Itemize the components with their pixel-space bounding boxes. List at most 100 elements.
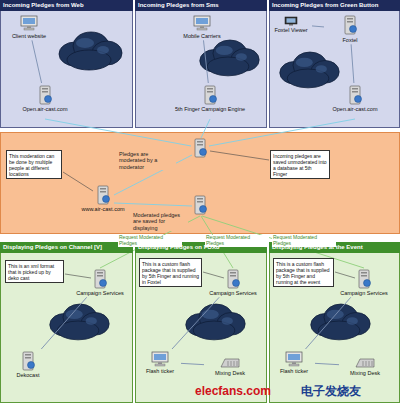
moderation-band	[1, 133, 400, 234]
panel-band: Incoming Pledges from Green ButtonFoxtel…	[269, 0, 400, 128]
connector-line	[351, 44, 354, 83]
cloud	[280, 52, 339, 88]
wire-label: Request Moderated Pledges	[205, 235, 269, 247]
cloud	[50, 304, 109, 340]
panel-ground	[136, 243, 267, 403]
connector-line	[181, 363, 204, 364]
panel-band: Displaying Pledges at the EventThis is a…	[269, 242, 400, 403]
device-label: Mixing Desk	[340, 370, 390, 376]
note-text: Incoming pledges are saved unmoderated i…	[273, 153, 327, 177]
cloud	[59, 32, 122, 70]
connector-line	[41, 297, 86, 349]
panel-ground	[1, 1, 133, 128]
note-text: This is an xml format that is picked up …	[8, 263, 61, 281]
wire-label: Request Moderated Pledges	[118, 235, 182, 247]
device-label: Foxtel	[325, 37, 375, 43]
device-label: Open.air-cast.com	[320, 106, 390, 112]
panel-band: Displaying Pledges on Channel [V]This is…	[0, 242, 133, 403]
device-label: www.air-cast.com	[70, 206, 136, 212]
note-box: This is an xml format that is picked up …	[5, 260, 64, 283]
device-node: Foxtel Viewer	[271, 15, 311, 33]
server-icon	[350, 86, 362, 104]
note-text: This is a custom flash package that is s…	[142, 261, 199, 285]
connector-line	[315, 363, 339, 364]
server-icon	[359, 270, 371, 288]
database-server-icon	[195, 196, 207, 214]
device-label: Flash ticker	[140, 368, 180, 374]
panel-title: Incoming Pledges from Sms	[135, 0, 267, 11]
wire-label: Request Moderated Pledges	[272, 235, 336, 247]
device-node: Mobile Carriers	[172, 15, 232, 39]
panel-title: Incoming Pledges from Green Button	[269, 0, 400, 11]
connector-line	[203, 40, 208, 83]
device-node: Campaign Services	[336, 268, 392, 296]
server-icon	[95, 270, 107, 288]
device-node: Campaign Services	[205, 268, 261, 296]
device-label: Campaign Services	[205, 290, 261, 296]
device-label: Campaign Services	[336, 290, 392, 296]
panel-ground	[136, 1, 267, 128]
device-node: Dekocast	[6, 350, 50, 378]
device-node: Flash ticker	[140, 350, 180, 374]
connector-line	[32, 40, 42, 83]
note-box: This is a custom flash package that is s…	[139, 258, 202, 287]
device-label: 5th Finger Campaign Engine	[168, 106, 252, 112]
server-icon	[345, 16, 357, 34]
device-node: 5th Finger Campaign Engine	[168, 84, 252, 112]
cloud	[186, 304, 245, 340]
connector-line	[312, 26, 324, 27]
note-text: This is a custom flash package that is s…	[276, 261, 331, 285]
server-icon	[23, 352, 35, 370]
wire-label: Moderated pledges are saved for displayi…	[132, 212, 188, 231]
panel-ground	[270, 1, 400, 128]
connector-line	[172, 297, 219, 349]
panel-band: Incoming Pledges from SmsMobile Carriers…	[135, 0, 267, 128]
panel-band: Incoming Pledges from WebClient websiteO…	[0, 0, 133, 128]
note-box: Incoming pledges are saved unmoderated i…	[270, 150, 330, 179]
server-icon	[195, 139, 207, 157]
watermark: elecfans.com	[194, 385, 272, 399]
device-node: Mixing Desk	[205, 356, 255, 376]
panel-title: Incoming Pledges from Web	[0, 0, 133, 11]
flash-ticker-icon	[286, 352, 302, 366]
mixing-desk-icon	[356, 359, 374, 367]
device-label: Client website	[4, 33, 54, 39]
cloud	[200, 40, 259, 76]
device-node: Mixing Desk	[340, 356, 390, 376]
device-node: Flash ticker	[274, 350, 314, 374]
wire-label: Pledges are moderated by a moderator	[118, 151, 176, 170]
device-node: Foxtel	[325, 15, 375, 43]
device-node: www.air-cast.com	[70, 184, 136, 212]
device-node: Client website	[4, 15, 54, 39]
device-label: Open.air-cast.com	[10, 106, 80, 112]
device-node: Open.air-cast.com	[320, 84, 390, 112]
device-node: Open.air-cast.com	[10, 84, 80, 112]
note-box: This moderation can be done by multiple …	[6, 150, 62, 179]
note-text: This moderation can be done by multiple …	[9, 153, 59, 177]
server-icon	[205, 86, 217, 104]
note-box: This is a custom flash package that is s…	[273, 258, 334, 287]
watermark: 电子发烧友	[300, 385, 362, 399]
server-icon	[98, 186, 110, 204]
tv-icon	[285, 17, 297, 26]
computer-icon	[21, 16, 37, 30]
server-icon	[228, 270, 240, 288]
device-label: Foxtel Viewer	[271, 27, 311, 33]
device-label: Mixing Desk	[205, 370, 255, 376]
device-label: Dekocast	[6, 372, 50, 378]
panel-ground	[1, 243, 133, 403]
panel-band: Displaying Pledges on FOX8This is a cust…	[135, 242, 267, 403]
device-label: Flash ticker	[274, 368, 314, 374]
computer-icon	[194, 16, 210, 30]
connector-line	[306, 297, 351, 349]
panel-ground	[270, 243, 400, 403]
mixing-desk-icon	[221, 359, 239, 367]
device-label: Mobile Carriers	[172, 33, 232, 39]
device-node: Campaign Services	[72, 268, 128, 296]
device-label: Campaign Services	[72, 290, 128, 296]
server-icon	[40, 86, 52, 104]
wires	[45, 119, 355, 206]
